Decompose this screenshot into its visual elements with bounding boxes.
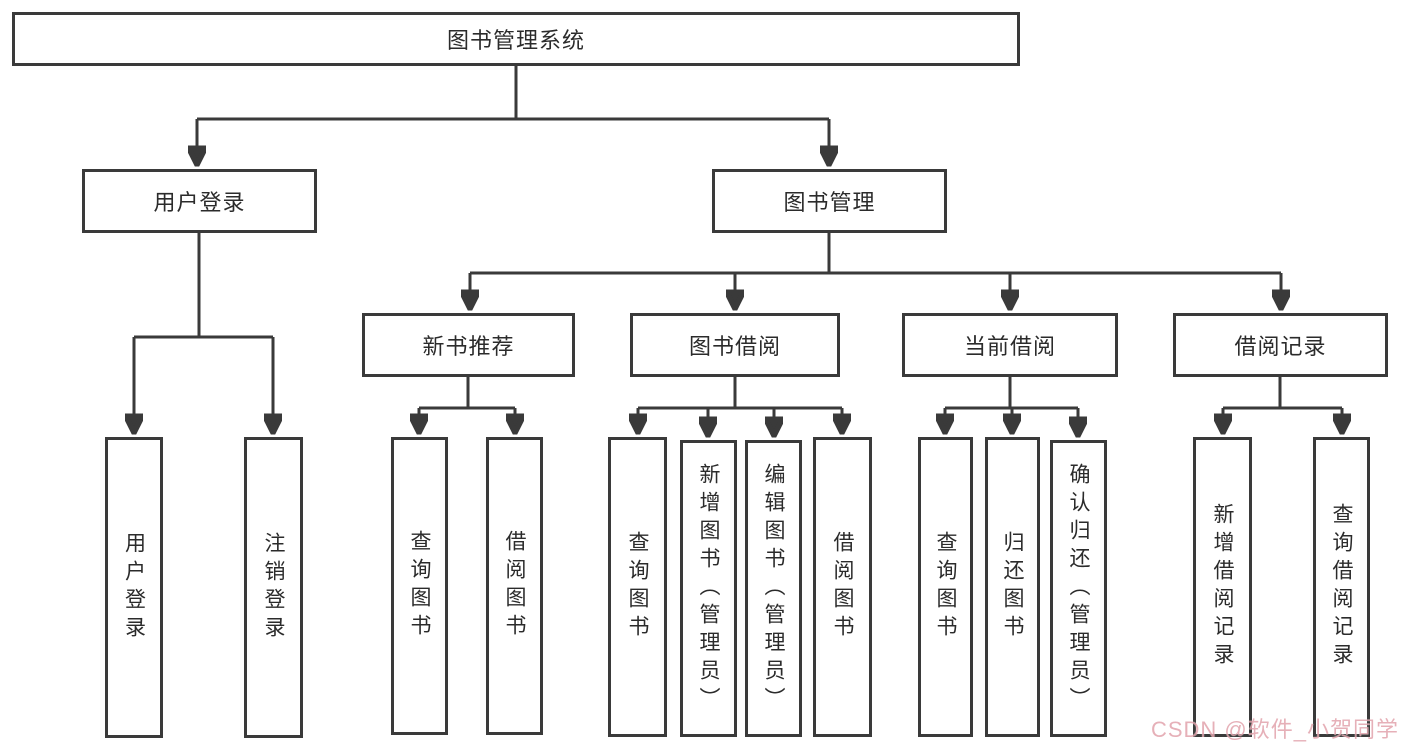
leaf-label: 查询借阅记录 [1330,503,1353,671]
node-book-borrow: 图书借阅 [630,313,840,377]
leaf-logout: 注销登录 [244,437,303,738]
leaf-return-books: 归还图书 [985,437,1040,737]
leaf-label: 注销登录 [262,531,285,644]
leaf-user-login: 用户登录 [105,437,163,738]
leaf-confirm-return-admin: 确认归还（管理员） [1050,440,1107,737]
node-label: 当前借阅 [963,334,1056,359]
leaf-label: 归还图书 [1001,531,1024,643]
leaf-label: 查询图书 [934,531,957,643]
leaf-label: 新增借阅记录 [1211,503,1234,671]
leaf-borrow-books: 借阅图书 [813,437,872,737]
leaf-label: 借阅图书 [831,531,854,643]
leaf-query-books-current: 查询图书 [918,437,973,737]
leaf-label: 查询图书 [408,530,431,642]
csdn-watermark: CSDN @软件_小贺同学 [1150,717,1399,742]
leaf-label: 确认归还（管理员） [1067,462,1090,715]
leaf-query-borrow-record: 查询借阅记录 [1313,437,1370,737]
node-label: 借阅记录 [1234,334,1327,359]
leaf-edit-books-admin: 编辑图书（管理员） [745,440,802,737]
leaf-label: 用户登录 [122,531,146,644]
node-book-management-branch: 图书管理 [712,169,947,233]
leaf-add-books-admin: 新增图书（管理员） [680,440,737,737]
leaf-query-books-newbook: 查询图书 [391,437,448,735]
node-user-login-branch: 用户登录 [82,169,317,233]
leaf-label: 新增图书（管理员） [697,462,720,715]
leaf-label: 查询图书 [626,531,649,643]
leaf-label: 借阅图书 [503,530,526,642]
node-label: 图书借阅 [688,334,781,359]
node-current-borrow: 当前借阅 [902,313,1118,377]
node-label: 图书管理 [783,190,876,215]
leaf-label: 编辑图书（管理员） [762,462,785,715]
leaf-add-borrow-record: 新增借阅记录 [1193,437,1252,737]
node-new-book-recommend: 新书推荐 [362,313,575,377]
node-label: 新书推荐 [422,334,515,359]
node-label: 用户登录 [153,190,246,215]
leaf-query-books-borrow: 查询图书 [608,437,667,737]
node-borrow-record: 借阅记录 [1173,313,1388,377]
node-root-system: 图书管理系统 [12,12,1020,66]
node-root-label: 图书管理系统 [446,28,585,53]
leaf-borrow-books-newbook: 借阅图书 [486,437,543,735]
